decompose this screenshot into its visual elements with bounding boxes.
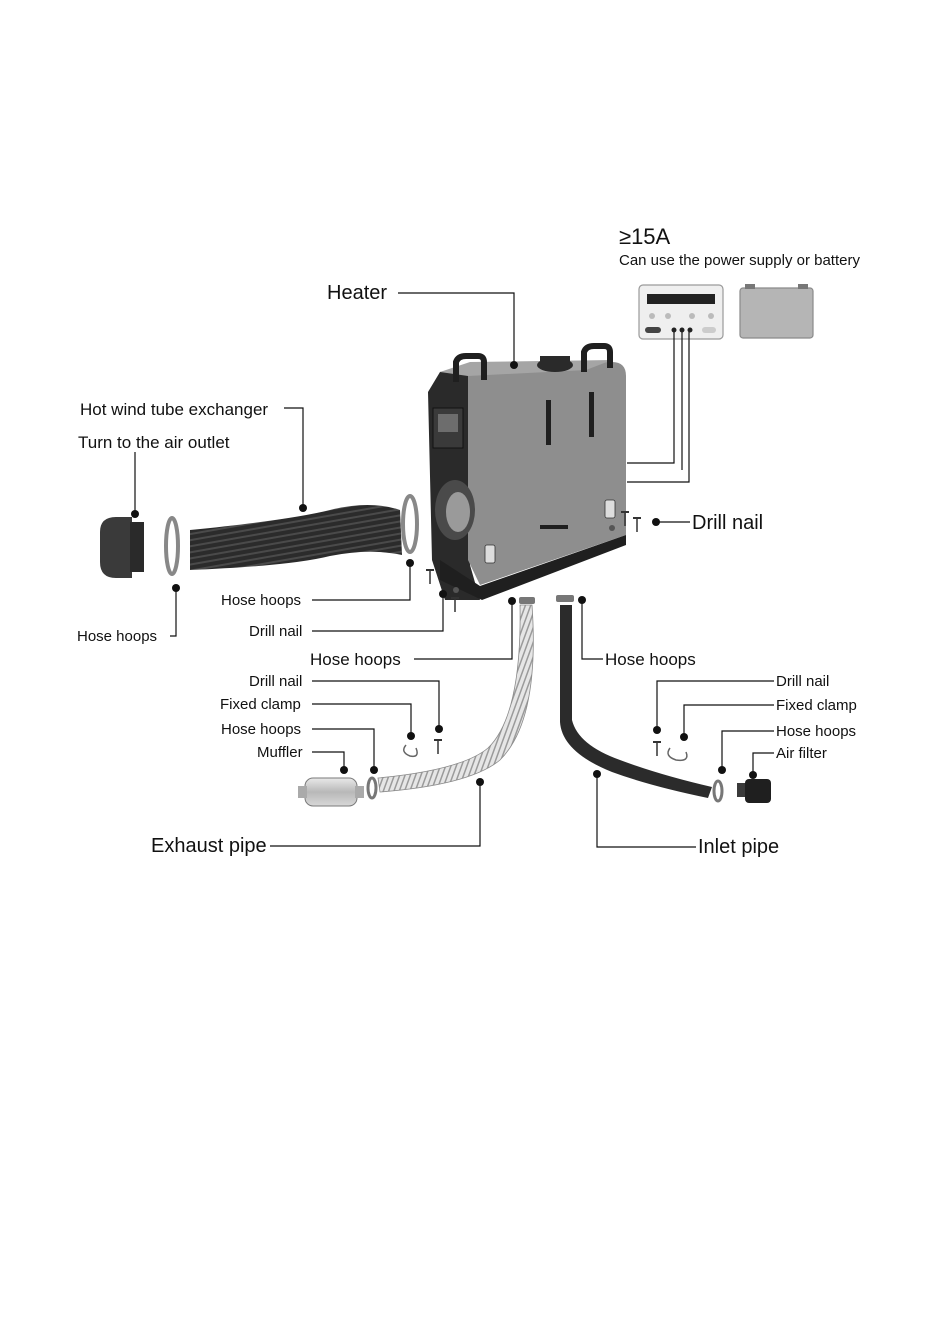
inlet-drill-nail	[653, 742, 661, 756]
hose-hoops-left-bottom-label: Hose hoops	[77, 628, 157, 645]
exhaust-pipe-hose	[378, 605, 533, 792]
drill-nail-exhaust-label: Drill nail	[249, 673, 302, 690]
battery-unit	[740, 284, 813, 338]
exhaust-drill-nail	[434, 740, 442, 754]
turn-to-outlet-label: Turn to the air outlet	[78, 433, 230, 452]
inlet-fixed-clamp	[668, 748, 687, 760]
power-rating-label: ≥15A	[619, 224, 671, 249]
exhaust-pipe-label: Exhaust pipe	[151, 835, 267, 857]
power-wires	[627, 332, 689, 482]
inlet-hoop-ring	[714, 781, 722, 801]
hot-wind-tube	[190, 505, 402, 570]
exhaust-fixed-clamp	[404, 745, 417, 756]
power-note-label: Can use the power supply or battery	[619, 252, 860, 269]
hose-hoops-center-left-label: Hose hoops	[221, 592, 301, 609]
hose-hoop-ring-left	[166, 518, 178, 574]
inlet-hoop-top	[556, 595, 574, 602]
hose-hoops-exhaust-label: Hose hoops	[221, 721, 301, 738]
heater-label: Heater	[327, 282, 387, 304]
air-filter-part	[737, 779, 771, 803]
drill-nail-right-label: Drill nail	[692, 512, 763, 534]
drill-nail-center-left-label: Drill nail	[249, 623, 302, 640]
hose-hoops-inlet-label: Hose hoops	[776, 723, 856, 740]
fixed-clamp-exhaust-label: Fixed clamp	[220, 696, 301, 713]
fixed-clamp-inlet-label: Fixed clamp	[776, 697, 857, 714]
exhaust-hoop-ring	[368, 778, 376, 798]
muffler-part	[298, 778, 364, 806]
hose-hoop-ring-heater	[403, 496, 417, 552]
air-filter-label: Air filter	[776, 745, 827, 762]
air-outlet-cap	[100, 517, 144, 578]
power-supply-unit	[639, 285, 723, 339]
drill-nail-inlet-label: Drill nail	[776, 673, 829, 690]
inlet-pipe-label: Inlet pipe	[698, 836, 779, 858]
hot-wind-tube-label: Hot wind tube exchanger	[80, 400, 268, 419]
hose-hoops-inlet-top-label: Hose hoops	[605, 650, 696, 669]
heater-unit	[428, 346, 626, 600]
inlet-pipe-hose	[560, 605, 712, 798]
hose-hoops-exhaust-top-label: Hose hoops	[310, 650, 401, 669]
exhaust-hoop-top	[519, 597, 535, 604]
muffler-label: Muffler	[257, 744, 303, 761]
